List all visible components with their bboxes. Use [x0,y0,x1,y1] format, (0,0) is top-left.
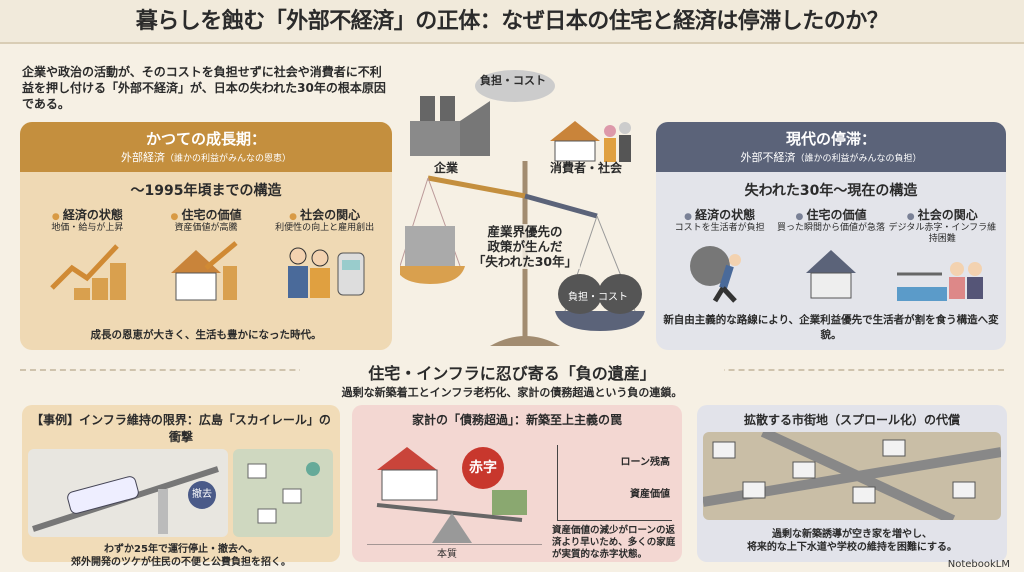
card-desc-line: 将来的な上下水道や学校の維持を困難にする。 [746,542,958,553]
growth-era-subheading: 外部経済 [120,151,165,164]
stagnation-subnote: （誰かの利益がみんなの負担） [795,154,922,164]
growth-era-panel: かつての成長期： 外部経済（誰かの利益がみんなの恩恵） 〜1995年頃までの構造… [20,122,392,350]
item-title: 社会の関心 [266,206,383,223]
household-debt-card: 家計の「債務超過」：新築至上主義の罠 赤字 本質 ローン残高 資産価値 資産価値… [352,405,682,562]
sprawl-card: 拡散する市街地（スプロール化）の代償 過剰な新築誘導が空き家を増やし、 将来的な… [697,405,1007,562]
notebooklm-logo: NotebookLM [947,559,1010,570]
company-label: 企業 [434,161,459,175]
house-icon [805,250,856,299]
scale-illustration: 負担・コスト 企業 消費者・社会 産業界優先の政策が生んだ「失われた30年」 負… [400,56,650,356]
scale-caption: 産業界優先の政策が生んだ「失われた30年」 [470,224,580,269]
item-title: 社会の関心 [887,206,997,223]
item-desc: 資産価値が高騰 [174,223,238,233]
skyrail-illustration: 撤去 [28,449,334,539]
legacy-section-subtitle: 過剰な新築着工とインフラ老朽化、家計の債務超過という負の連鎖。 [341,386,683,399]
intro-text: 企業や政治の活動が、そのコストを負担せずに社会や消費者に不利益を押し付ける「外部… [22,65,386,111]
card-title: 拡散する市街地（スプロール化）の代償 [743,413,960,427]
card-title: 【事例】インフラ維持の限界：広島「スカイレール」の衝撃 [31,413,331,444]
growth-era-structure: 〜1995年頃までの構造 [130,183,282,199]
cloud-label: 負担・コスト [480,74,546,87]
card-desc: 資産価値の減少がローンの返済より早いため、多くの家庭が実質的な赤字状態。 [552,525,676,560]
item-title: 住宅の価値 [776,206,886,223]
growth-era-footer: 成長の恩恵が大きく、生活も豊かになった時代。 [90,329,322,341]
base-label: 本質 [437,549,457,560]
item-desc: 利便性の向上と雇用創出 [275,223,375,233]
stagnation-header: 現代の停滞： 外部不経済（誰かの利益がみんなの負担） [656,122,1006,172]
stagnation-heading: 現代の停滞： [785,130,876,148]
asset-value-label: 資産価値 [630,489,670,500]
sprawl-town-icon [702,427,1002,525]
card-desc-line: わずか25年で運行停止・撤去へ。 [104,544,258,555]
card-desc-line: 過剰な新築誘導が空き家を増やし、 [772,529,932,540]
loan-balance-label: ローン残高 [620,457,671,468]
legacy-section-title: 住宅・インフラに忍び寄る「負の遺産」 [368,364,656,383]
growth-era-heading: かつての成長期： [145,130,266,148]
broken-bridge-icon [897,262,984,301]
page-title: 暮らしを蝕む「外部不経済」の正体：なぜ日本の住宅と経済は停滞したのか？ [0,0,1024,44]
growth-era-subnote: （誰かの利益がみんなの恩恵） [164,154,291,164]
stagnation-subheading: 外部不経済 [740,151,796,164]
item-desc: 買った瞬間から価値が急落 [776,223,885,233]
house-rising-icon [170,241,238,301]
stagnation-panel: 現代の停滞： 外部不経済（誰かの利益がみんなの負担） 失われた30年〜現在の構造… [656,122,1006,350]
item-title: 経済の状態 [29,206,146,223]
burden-person-icon [689,246,741,303]
loan-asset-chart: ローン残高 資産価値 [557,445,672,521]
factory-scale-icon [400,70,645,346]
scale-caption-line: 産業界優先の [487,224,563,239]
item-title: 住宅の価値 [147,206,264,223]
item-desc: デジタル赤字・インフラ維持困難 [888,223,997,244]
scale-caption-line: 「失われた30年」 [472,254,578,269]
consumer-label: 消費者・社会 [550,161,623,175]
workers-train-icon [287,247,365,298]
stagnation-structure: 失われた30年〜現在の構造 [744,183,918,199]
rising-chart-coins-icon [50,244,127,300]
skyrail-case-card: 【事例】インフラ維持の限界：広島「スカイレール」の衝撃 撤去 わずか25年で運行… [22,405,340,568]
bag-label: 負担・コスト [568,292,628,303]
growth-era-header: かつての成長期： 外部経済（誰かの利益がみんなの恩恵） [20,122,392,172]
item-title: 経済の状態 [665,206,775,223]
removal-badge: 撤去 [188,481,216,509]
monorail-demolition-icon [28,449,333,537]
scale-caption-line: 政策が生んだ [487,239,563,254]
card-desc-line: 郊外開発のツケが住民の不便と公費負担を招く。 [71,557,291,568]
seesaw-house-money-icon [367,447,542,545]
item-desc: コストを生活者が負担 [674,223,765,233]
deficit-badge: 赤字 [462,447,504,489]
legacy-section-header: 住宅・インフラに忍び寄る「負の遺産」 過剰な新築着工とインフラ老朽化、家計の債務… [300,360,724,400]
stagnation-footer: 新自由主義的な路線により、企業利益優先で生活者が割を食う構造へ変貌。 [663,314,999,341]
item-desc: 地価・給与が上昇 [51,223,124,233]
card-title: 家計の「債務超過」：新築至上主義の罠 [411,413,622,427]
